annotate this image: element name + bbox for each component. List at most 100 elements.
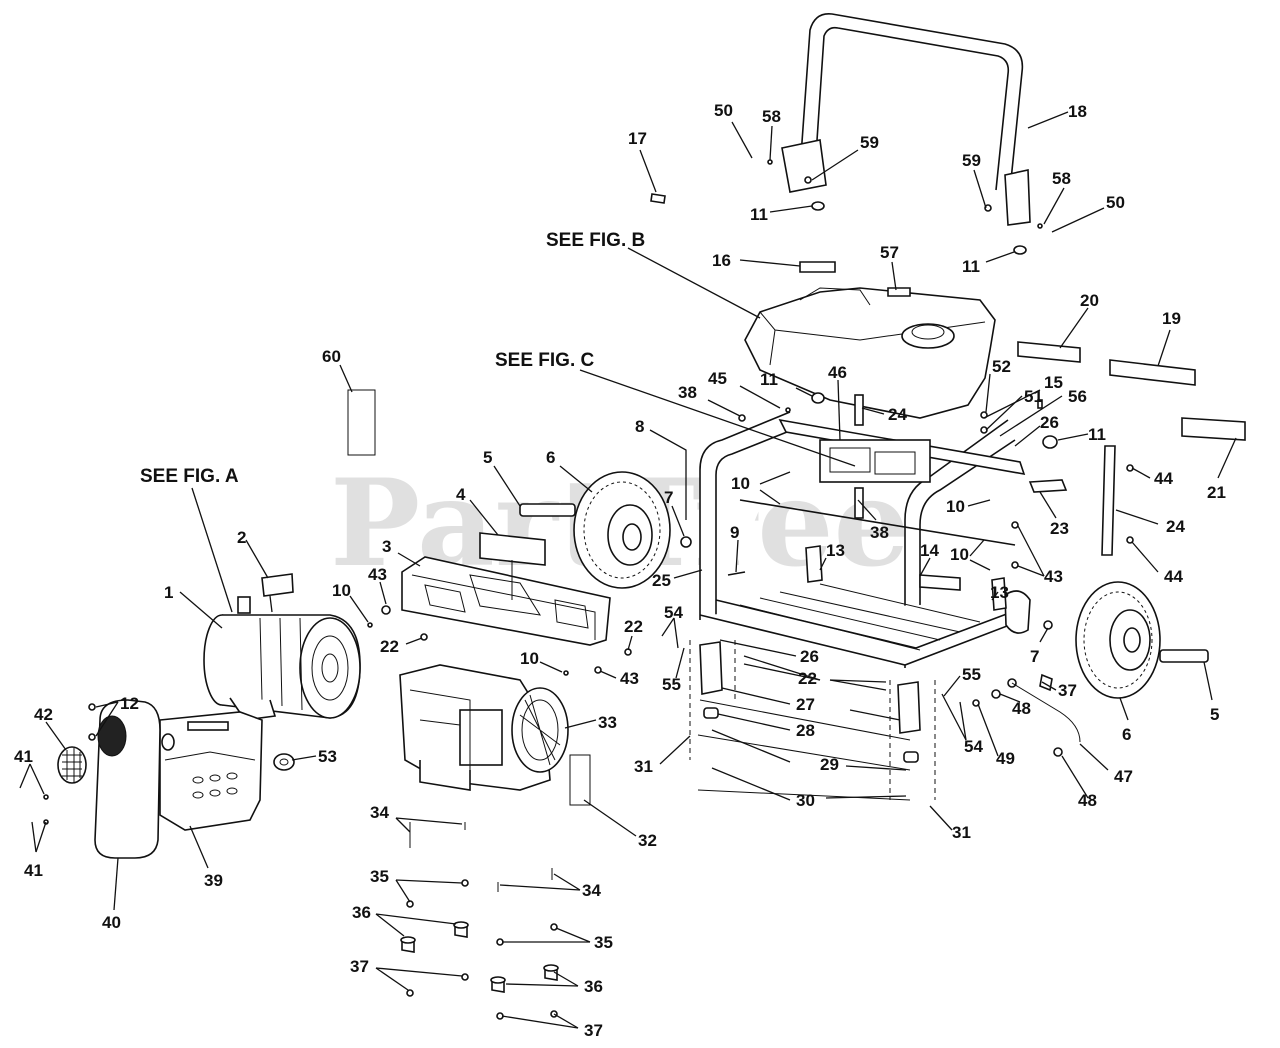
callout-44: 44 xyxy=(1164,567,1183,586)
callout-10: 10 xyxy=(946,497,965,516)
callout-37: 37 xyxy=(584,1021,603,1040)
callout-58: 58 xyxy=(1052,169,1071,188)
callout-50: 50 xyxy=(714,101,733,120)
callout-34: 34 xyxy=(582,881,601,900)
callout-21: 21 xyxy=(1207,483,1226,502)
callout-38: 38 xyxy=(678,383,697,402)
callout-3: 3 xyxy=(382,537,391,556)
callout-25: 25 xyxy=(652,571,671,590)
callout-49: 49 xyxy=(996,749,1015,768)
callout-53: 53 xyxy=(318,747,337,766)
muffler-guard-part xyxy=(159,711,263,831)
wheel-left-part xyxy=(519,471,671,589)
callout-52: 52 xyxy=(992,357,1011,376)
spark-arrestor-part xyxy=(57,746,87,784)
callout-29: 29 xyxy=(820,755,839,774)
callout-24: 24 xyxy=(1166,517,1185,536)
fuel-tank-part xyxy=(744,287,996,419)
callout-18: 18 xyxy=(1068,102,1087,121)
callout-59: 59 xyxy=(860,133,879,152)
callout-7: 7 xyxy=(664,488,673,507)
hardware-parts xyxy=(43,159,1134,1020)
callout-31: 31 xyxy=(634,757,653,776)
callout-48: 48 xyxy=(1078,791,1097,810)
callout-20: 20 xyxy=(1080,291,1099,310)
callout-57: 57 xyxy=(880,243,899,262)
frame-part xyxy=(699,394,1031,668)
callout-5: 5 xyxy=(483,448,492,467)
handle-part xyxy=(781,13,1031,226)
callout-10: 10 xyxy=(731,474,750,493)
callout-39: 39 xyxy=(204,871,223,890)
callout-8: 8 xyxy=(635,417,644,436)
callout-41: 41 xyxy=(14,747,33,766)
callout-35: 35 xyxy=(594,933,613,952)
callout-54: 54 xyxy=(664,603,683,622)
callout-26: 26 xyxy=(1040,413,1059,432)
callout-48: 48 xyxy=(1012,699,1031,718)
callout-22: 22 xyxy=(798,669,817,688)
callout-30: 30 xyxy=(796,791,815,810)
callout-10: 10 xyxy=(332,581,351,600)
callout-43: 43 xyxy=(1044,567,1063,586)
callout-16: 16 xyxy=(712,251,731,270)
callout-1: 1 xyxy=(164,583,173,602)
callout-50: 50 xyxy=(1106,193,1125,212)
callout-47: 47 xyxy=(1114,767,1133,786)
callout-6: 6 xyxy=(546,448,555,467)
callout-45: 45 xyxy=(708,369,727,388)
see-fig-c-label: SEE FIG. C xyxy=(495,350,595,371)
callout-labels: 1 2 3 4 5 5 6 6 7 7 8 9 10 10 10 10 10 1… xyxy=(14,101,1226,1040)
callout-22: 22 xyxy=(380,637,399,656)
callout-23: 23 xyxy=(1050,519,1069,538)
callout-13: 13 xyxy=(990,583,1009,602)
callout-19: 19 xyxy=(1162,309,1181,328)
callout-11: 11 xyxy=(1088,425,1106,444)
control-panel-part xyxy=(401,556,611,646)
callout-2: 2 xyxy=(237,528,246,547)
muffler-part xyxy=(94,699,175,859)
callout-37: 37 xyxy=(350,957,369,976)
callout-11: 11 xyxy=(750,205,768,224)
decal-parts xyxy=(261,261,1246,806)
callout-38: 38 xyxy=(870,523,889,542)
callout-22: 22 xyxy=(624,617,643,636)
callout-43: 43 xyxy=(368,565,387,584)
callout-43: 43 xyxy=(620,669,639,688)
callout-10: 10 xyxy=(950,545,969,564)
callout-51: 51 xyxy=(1024,387,1043,406)
callout-34: 34 xyxy=(370,803,389,822)
callout-58: 58 xyxy=(762,107,781,126)
callout-11: 11 xyxy=(962,257,980,276)
leader-lines xyxy=(19,121,1237,1029)
engine-part xyxy=(399,664,569,791)
callout-33: 33 xyxy=(598,713,617,732)
callout-6: 6 xyxy=(1122,725,1131,744)
callout-40: 40 xyxy=(102,913,121,932)
callout-26: 26 xyxy=(800,647,819,666)
callout-24: 24 xyxy=(888,405,907,424)
callout-17: 17 xyxy=(628,129,647,148)
see-fig-a-label: SEE FIG. A xyxy=(140,466,239,487)
callout-13: 13 xyxy=(826,541,845,560)
callout-46: 46 xyxy=(828,363,847,382)
callout-42: 42 xyxy=(34,705,53,724)
wheel-right-part xyxy=(1075,581,1209,699)
callout-5: 5 xyxy=(1210,705,1219,724)
callout-35: 35 xyxy=(370,867,389,886)
callout-41: 41 xyxy=(24,861,43,880)
callout-15: 15 xyxy=(1044,373,1063,392)
callout-59: 59 xyxy=(962,151,981,170)
mount-parts xyxy=(689,640,936,801)
callout-11: 11 xyxy=(760,370,778,389)
callout-56: 56 xyxy=(1068,387,1087,406)
see-fig-b-label: SEE FIG. B xyxy=(546,230,645,251)
alternator-part xyxy=(203,596,361,721)
callout-54: 54 xyxy=(964,737,983,756)
callout-55: 55 xyxy=(662,675,681,694)
callout-12: 12 xyxy=(120,694,139,713)
callout-28: 28 xyxy=(796,721,815,740)
callout-10: 10 xyxy=(520,649,539,668)
callout-55: 55 xyxy=(962,665,981,684)
